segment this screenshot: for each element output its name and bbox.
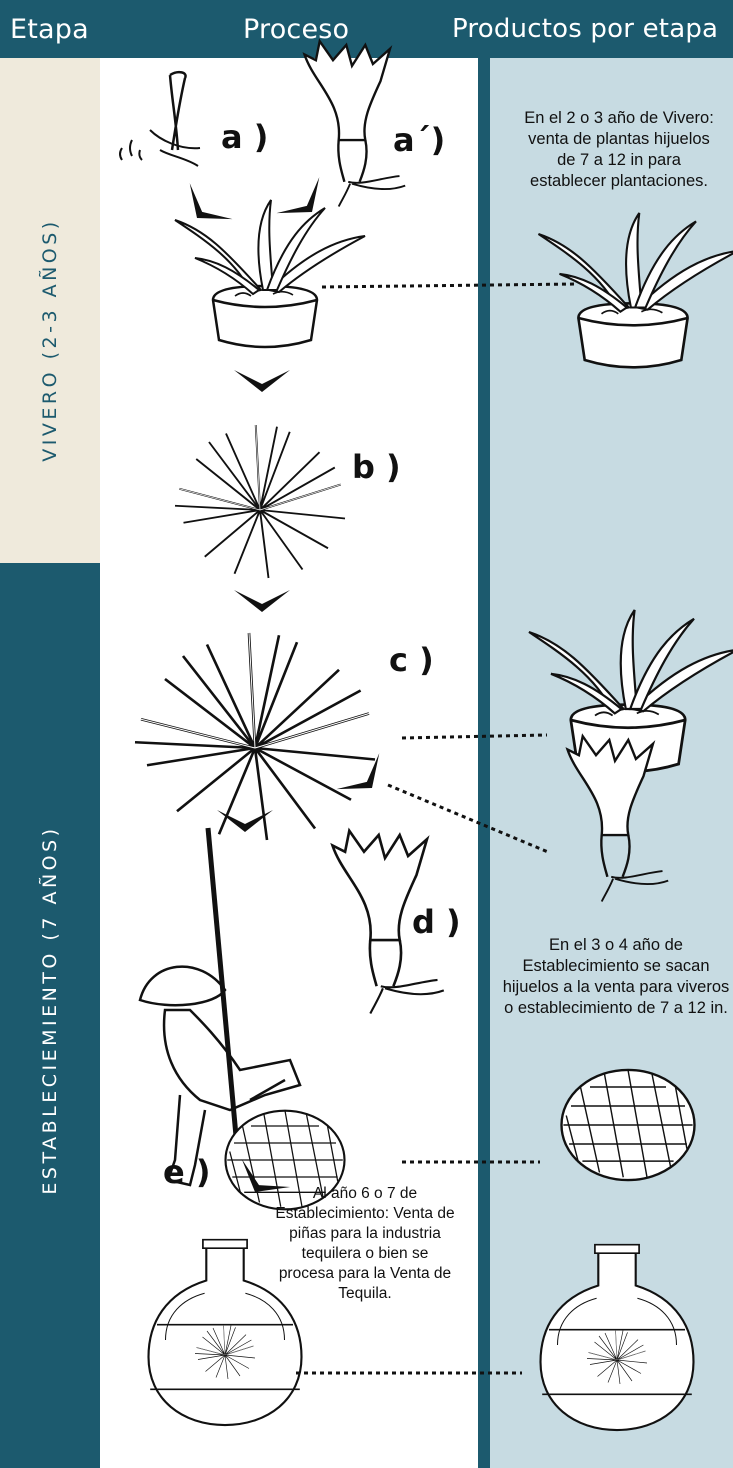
label-a: a ) xyxy=(221,118,268,156)
arrow-a xyxy=(176,183,233,236)
text-establishment-suckers: En el 3 o 4 año de Establecimiento se sa… xyxy=(500,935,732,1019)
label-e: e ) xyxy=(163,1153,210,1191)
product-pina xyxy=(562,1070,695,1180)
arrow-a-prime xyxy=(276,177,333,230)
label-b: b ) xyxy=(352,448,401,486)
arrow-pot-to-b xyxy=(234,370,290,392)
nursery-pot xyxy=(175,200,365,347)
text-establishment-pinas: Al año 6 o 7 de Establecimiento: Venta d… xyxy=(274,1184,456,1304)
cutting-illustration xyxy=(120,72,200,166)
label-d: d ) xyxy=(412,903,461,941)
label-c: c ) xyxy=(389,641,434,679)
arrow-b-to-c xyxy=(234,590,290,612)
label-a-prime: a´) xyxy=(393,121,445,159)
product-nursery-plant xyxy=(539,213,733,367)
young-agave-b xyxy=(175,425,345,578)
product-tequila-bottle xyxy=(541,1245,694,1430)
arrow-c-to-d xyxy=(336,753,393,806)
sucker-a-prime xyxy=(305,41,406,206)
text-nursery-products: En el 2 o 3 año de Vivero: venta de plan… xyxy=(519,108,719,192)
mature-agave-c xyxy=(135,633,375,840)
